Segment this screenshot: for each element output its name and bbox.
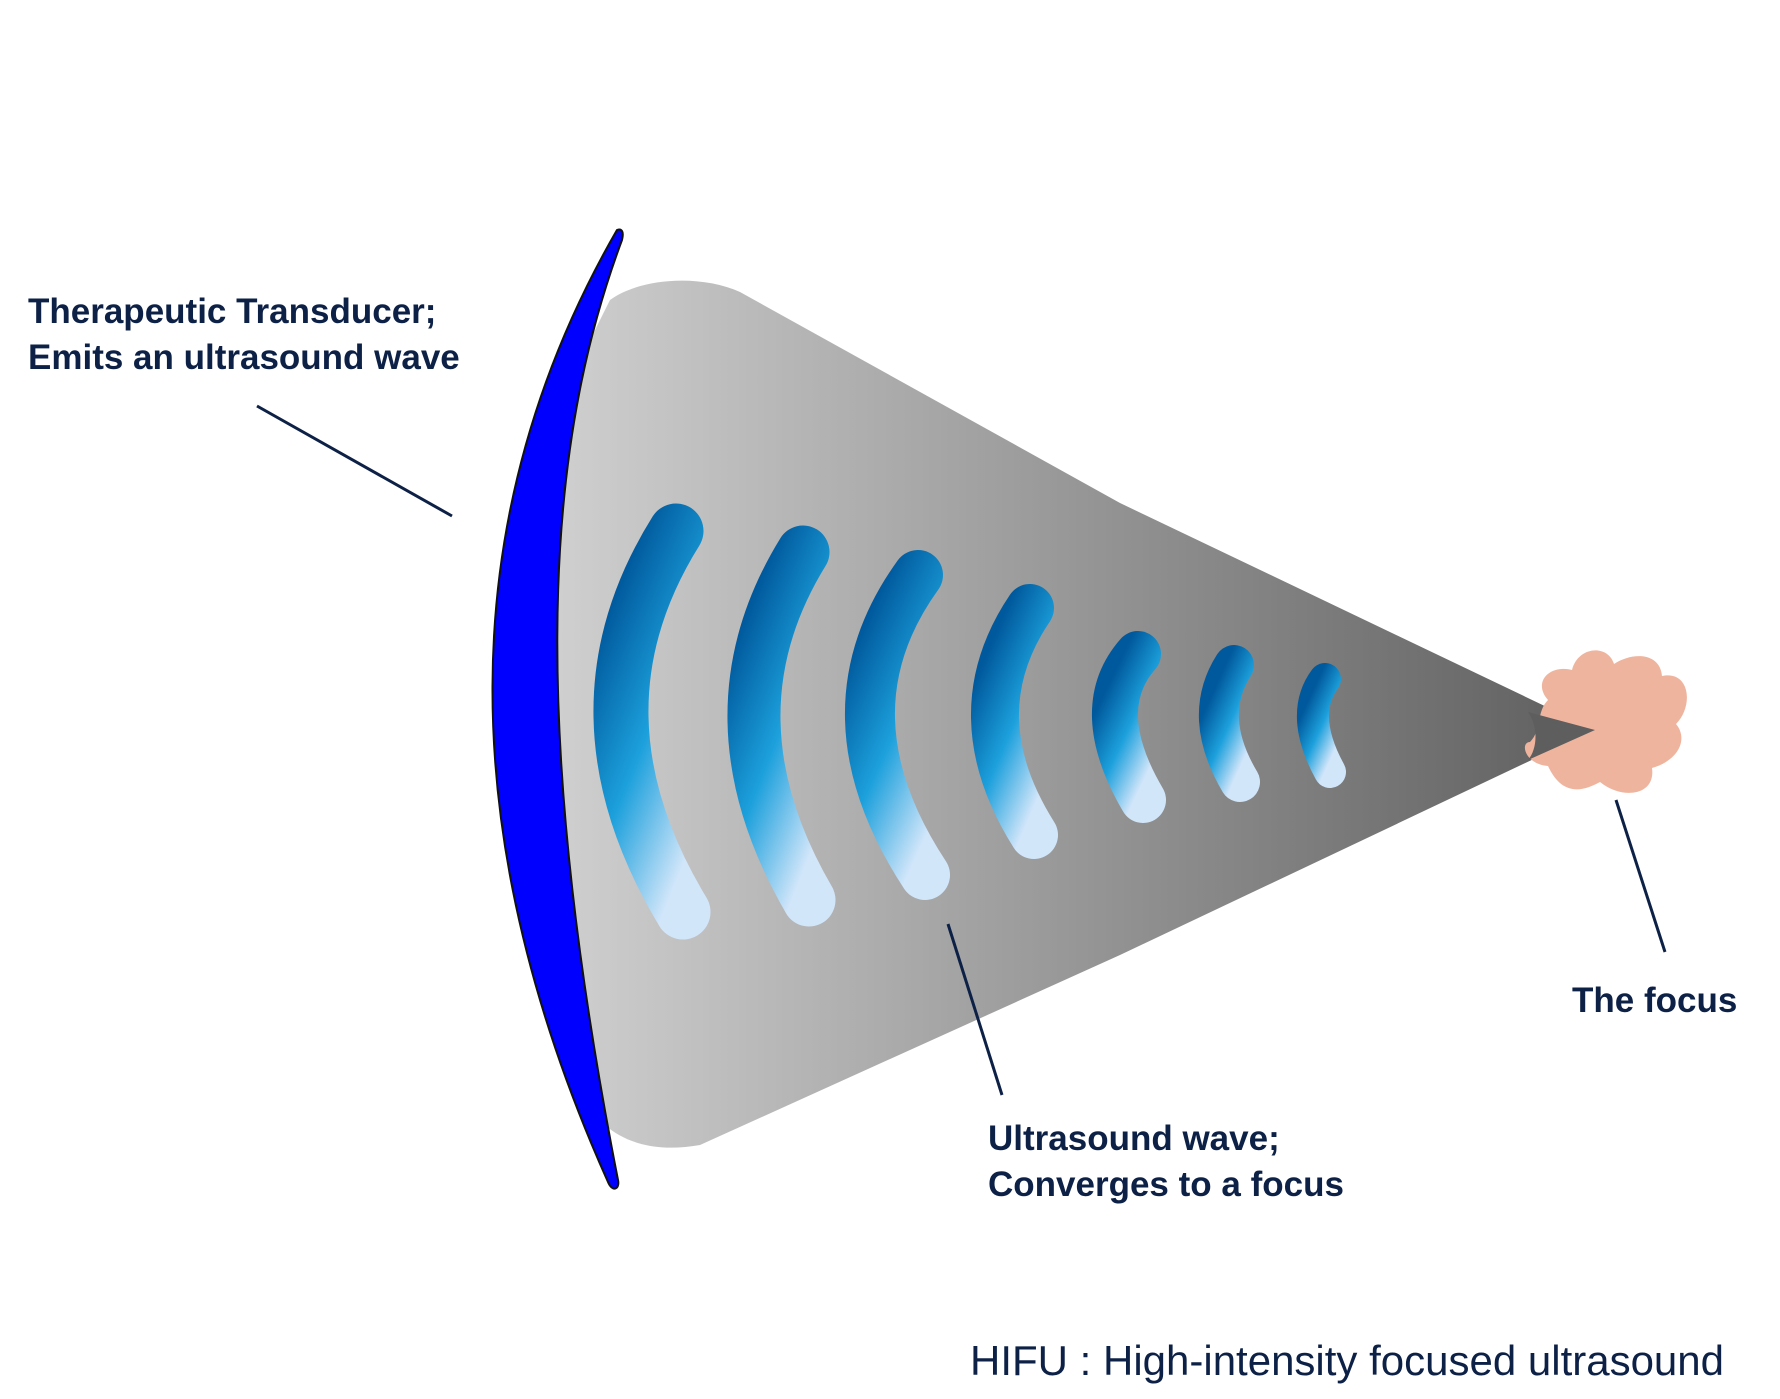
ultrasound-wave-arc (1091, 631, 1166, 823)
transducer-leader-line (256, 404, 453, 518)
ultrasound-wave-arc (727, 525, 836, 927)
transducer-icon (491, 228, 624, 1190)
ultrasound-wave-arc (1296, 663, 1346, 788)
ultrasound-beam (550, 280, 1595, 1148)
ultrasound-wave-group (593, 503, 1346, 940)
ultrasound-wave-arc (593, 503, 711, 940)
ultrasound-wave-arc (1198, 645, 1260, 802)
wave-label: Ultrasound wave; Converges to a focus (988, 1116, 1344, 1208)
transducer-label-line2: Emits an ultrasound wave (28, 338, 460, 377)
focus-label-text: The focus (1572, 981, 1738, 1020)
wave-label-line1: Ultrasound wave; (988, 1119, 1280, 1158)
focus-blob-icon (1524, 650, 1687, 793)
focus-leader-line (1614, 799, 1667, 953)
transducer-label-line1: Therapeutic Transducer; (28, 292, 437, 331)
focus-label: The focus (1572, 978, 1737, 1024)
diagram-caption: HIFU : High-intensity focused ultrasound (970, 1337, 1725, 1384)
transducer-label: Therapeutic Transducer; Emits an ultraso… (28, 289, 460, 381)
ultrasound-wave-arc (971, 584, 1058, 859)
ultrasound-wave-arc (844, 550, 950, 900)
beam-focus-tip (1528, 712, 1595, 760)
wave-label-line2: Converges to a focus (988, 1165, 1344, 1204)
wave-leader-line (946, 923, 1004, 1096)
